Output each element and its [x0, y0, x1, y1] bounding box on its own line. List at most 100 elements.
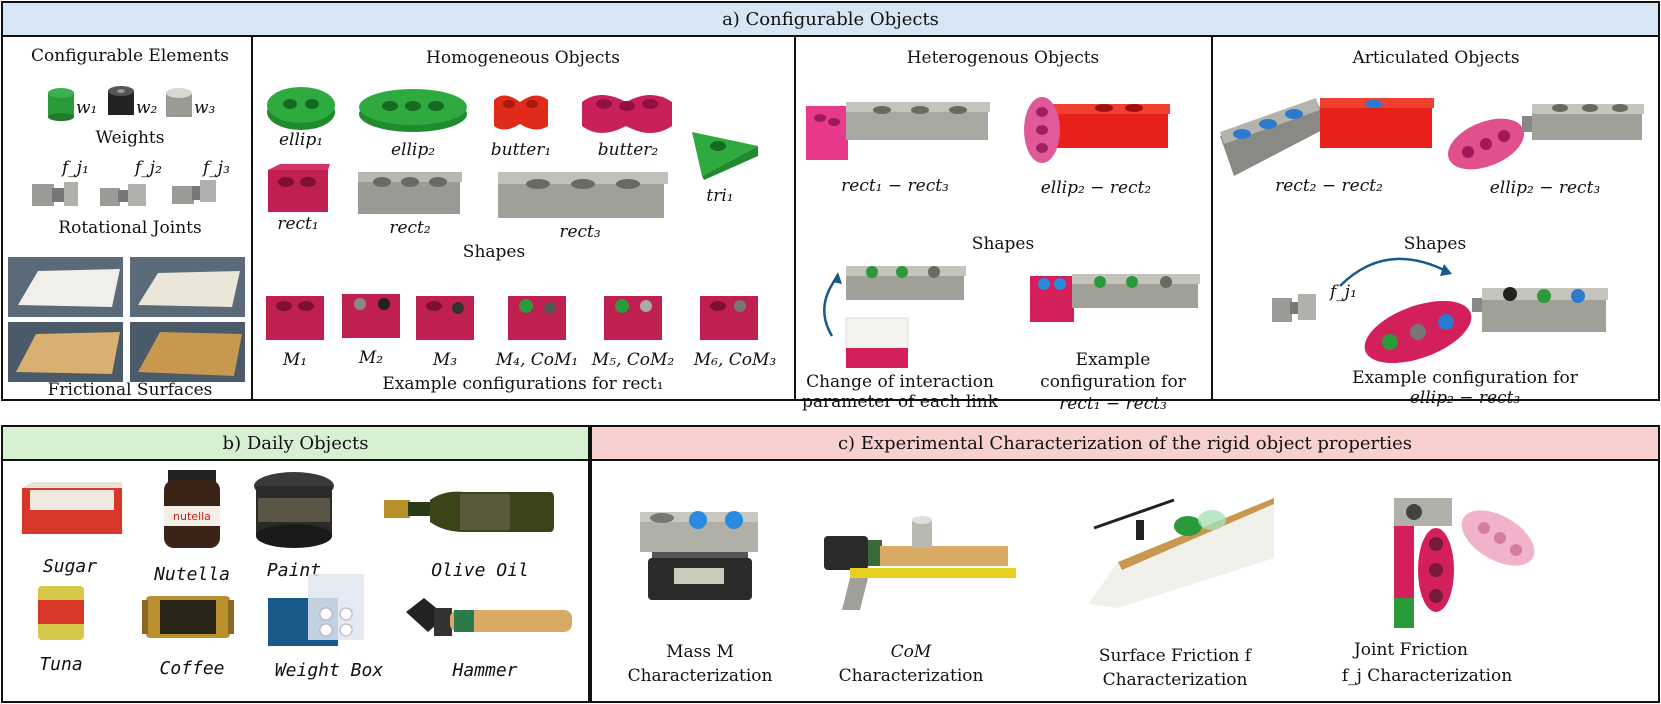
- svg-text:nutella: nutella: [173, 510, 211, 523]
- divider-a2: [794, 37, 796, 401]
- mass-characterization-image: [640, 511, 758, 600]
- change-caption-1: Change of interaction: [806, 372, 994, 392]
- het-rect1-rect3-object: [806, 102, 990, 160]
- rect3-label: rect₃: [559, 222, 601, 242]
- surface-friction-line-1: Surface Friction f: [1098, 646, 1252, 666]
- het-pair-label-2: ellip₂ − rect₂: [1040, 178, 1152, 198]
- olive-oil-label: Olive Oil: [431, 560, 529, 581]
- surface-3: [8, 322, 123, 382]
- butter2-object: [582, 95, 672, 133]
- com-characterization-image: [824, 516, 1016, 610]
- art-example-caption-1: Example configuration for: [1352, 368, 1578, 388]
- butter1-label: butter₁: [490, 140, 552, 160]
- panel-a: a) Configurable Objects: [1, 1, 1660, 401]
- het-gray-link-object: [846, 266, 966, 300]
- com-line-1: CoM: [890, 642, 932, 662]
- com-line-2: Characterization: [838, 666, 984, 686]
- weight-green: [48, 88, 74, 121]
- weight-label-1: w₁: [76, 98, 98, 118]
- rect1-label: rect₁: [277, 214, 319, 234]
- ellip1-label: ellip₁: [278, 130, 324, 150]
- config-m3-object: [416, 296, 474, 340]
- joint-label-1: f_j₁: [62, 158, 89, 178]
- paint-object: [254, 472, 334, 548]
- het-example-caption-3: rect₁ − rect₃: [1059, 394, 1167, 414]
- config-m4-object: [508, 296, 566, 340]
- mass-line-2: Characterization: [627, 666, 773, 686]
- surface-4: [130, 322, 245, 382]
- config-m4-label: M₄, CoM₁: [495, 350, 579, 370]
- art-shapes-label: Shapes: [1403, 234, 1467, 254]
- art-pair-label-1: rect₂ − rect₂: [1275, 176, 1383, 196]
- art-rect2-rect2-object: [1220, 98, 1434, 176]
- divider-a3: [1211, 37, 1213, 401]
- surface-friction-image: [1088, 498, 1274, 608]
- config-m1-label: M₁: [282, 350, 308, 370]
- homogeneous-shapes-label: Shapes: [462, 242, 526, 262]
- art-example-object: [1364, 287, 1608, 364]
- nutella-object: nutella: [164, 470, 220, 548]
- rotational-joints-label: Rotational Joints: [58, 218, 202, 238]
- white-block-object: [845, 317, 909, 368]
- joint-label-3: f_j₃: [203, 158, 230, 178]
- sugar-label: Sugar: [42, 556, 98, 577]
- coffee-object: [142, 596, 234, 638]
- frictional-surfaces-label: Frictional Surfaces: [47, 380, 213, 400]
- joint-friction-line-1: Joint Friction: [1353, 640, 1468, 660]
- tuna-label: Tuna: [39, 654, 83, 675]
- heterogenous-title: Heterogenous Objects: [906, 48, 1100, 68]
- het-example-caption-2: configuration for: [1040, 372, 1186, 392]
- het-example-caption-1: Example: [1075, 350, 1151, 370]
- olive-oil-object: [384, 491, 554, 532]
- hammer-object: [406, 598, 572, 636]
- homogeneous-title: Homogeneous Objects: [426, 48, 620, 68]
- joint-2: [100, 184, 146, 206]
- panel-c: c) Experimental Characterization of the …: [590, 425, 1660, 703]
- nutella-label: Nutella: [154, 564, 230, 585]
- art-joint-label: f_j₁: [1330, 282, 1357, 302]
- het-ellip2-rect2-object: [1024, 97, 1170, 163]
- change-caption-2: parameter of each link: [801, 392, 998, 412]
- art-pair-label-2: ellip₂ − rect₃: [1489, 178, 1601, 198]
- art-joint-object: [1272, 294, 1316, 322]
- surface-1: [8, 257, 123, 317]
- coffee-label: Coffee: [159, 658, 225, 679]
- butter1-object: [494, 95, 548, 130]
- change-arrow-icon: [823, 272, 842, 337]
- panel-b-header: b) Daily Objects: [3, 427, 588, 461]
- surface-2: [130, 257, 245, 317]
- ellip2-object: [359, 89, 467, 132]
- tri1-object: [692, 132, 758, 180]
- config-m2-object: [342, 294, 400, 338]
- config-m6-object: [700, 296, 758, 340]
- sugar-object: [22, 482, 122, 534]
- config-m2-label: M₂: [358, 348, 384, 368]
- articulated-title: Articulated Objects: [1352, 48, 1520, 68]
- joint-friction-line-2: f_j Characterization: [1341, 666, 1513, 686]
- weight-box-object: [268, 574, 364, 646]
- joint-1: [32, 182, 78, 206]
- joint-3: [172, 180, 216, 204]
- weight-box-label: Weight Box: [274, 660, 384, 681]
- joint-label-2: f_j₂: [135, 158, 162, 178]
- mass-line-1: Mass M: [666, 642, 734, 662]
- butter2-label: butter₂: [597, 140, 659, 160]
- weight-silver: [166, 88, 192, 117]
- ellip1-object: [267, 87, 335, 130]
- panel-b: b) Daily Objects: [1, 425, 590, 703]
- config-elements-title: Configurable Elements: [31, 46, 229, 66]
- divider-a1: [251, 37, 253, 401]
- panel-a-header: a) Configurable Objects: [3, 3, 1658, 37]
- art-ellip2-rect3-object: [1448, 104, 1644, 170]
- tri1-label: tri₁: [706, 186, 734, 206]
- rect3-object: [498, 172, 668, 218]
- panel-c-header: c) Experimental Characterization of the …: [592, 427, 1658, 461]
- config-m1-object: [266, 296, 324, 340]
- rect1-object: [268, 164, 330, 212]
- config-m6-label: M₆, CoM₃: [693, 350, 777, 370]
- joint-friction-image: [1394, 498, 1535, 628]
- rect2-object: [358, 172, 462, 214]
- art-example-caption-2: ellip₂ − rect₃: [1409, 388, 1521, 408]
- weight-label-2: w₂: [136, 98, 158, 118]
- tuna-object: [38, 586, 84, 640]
